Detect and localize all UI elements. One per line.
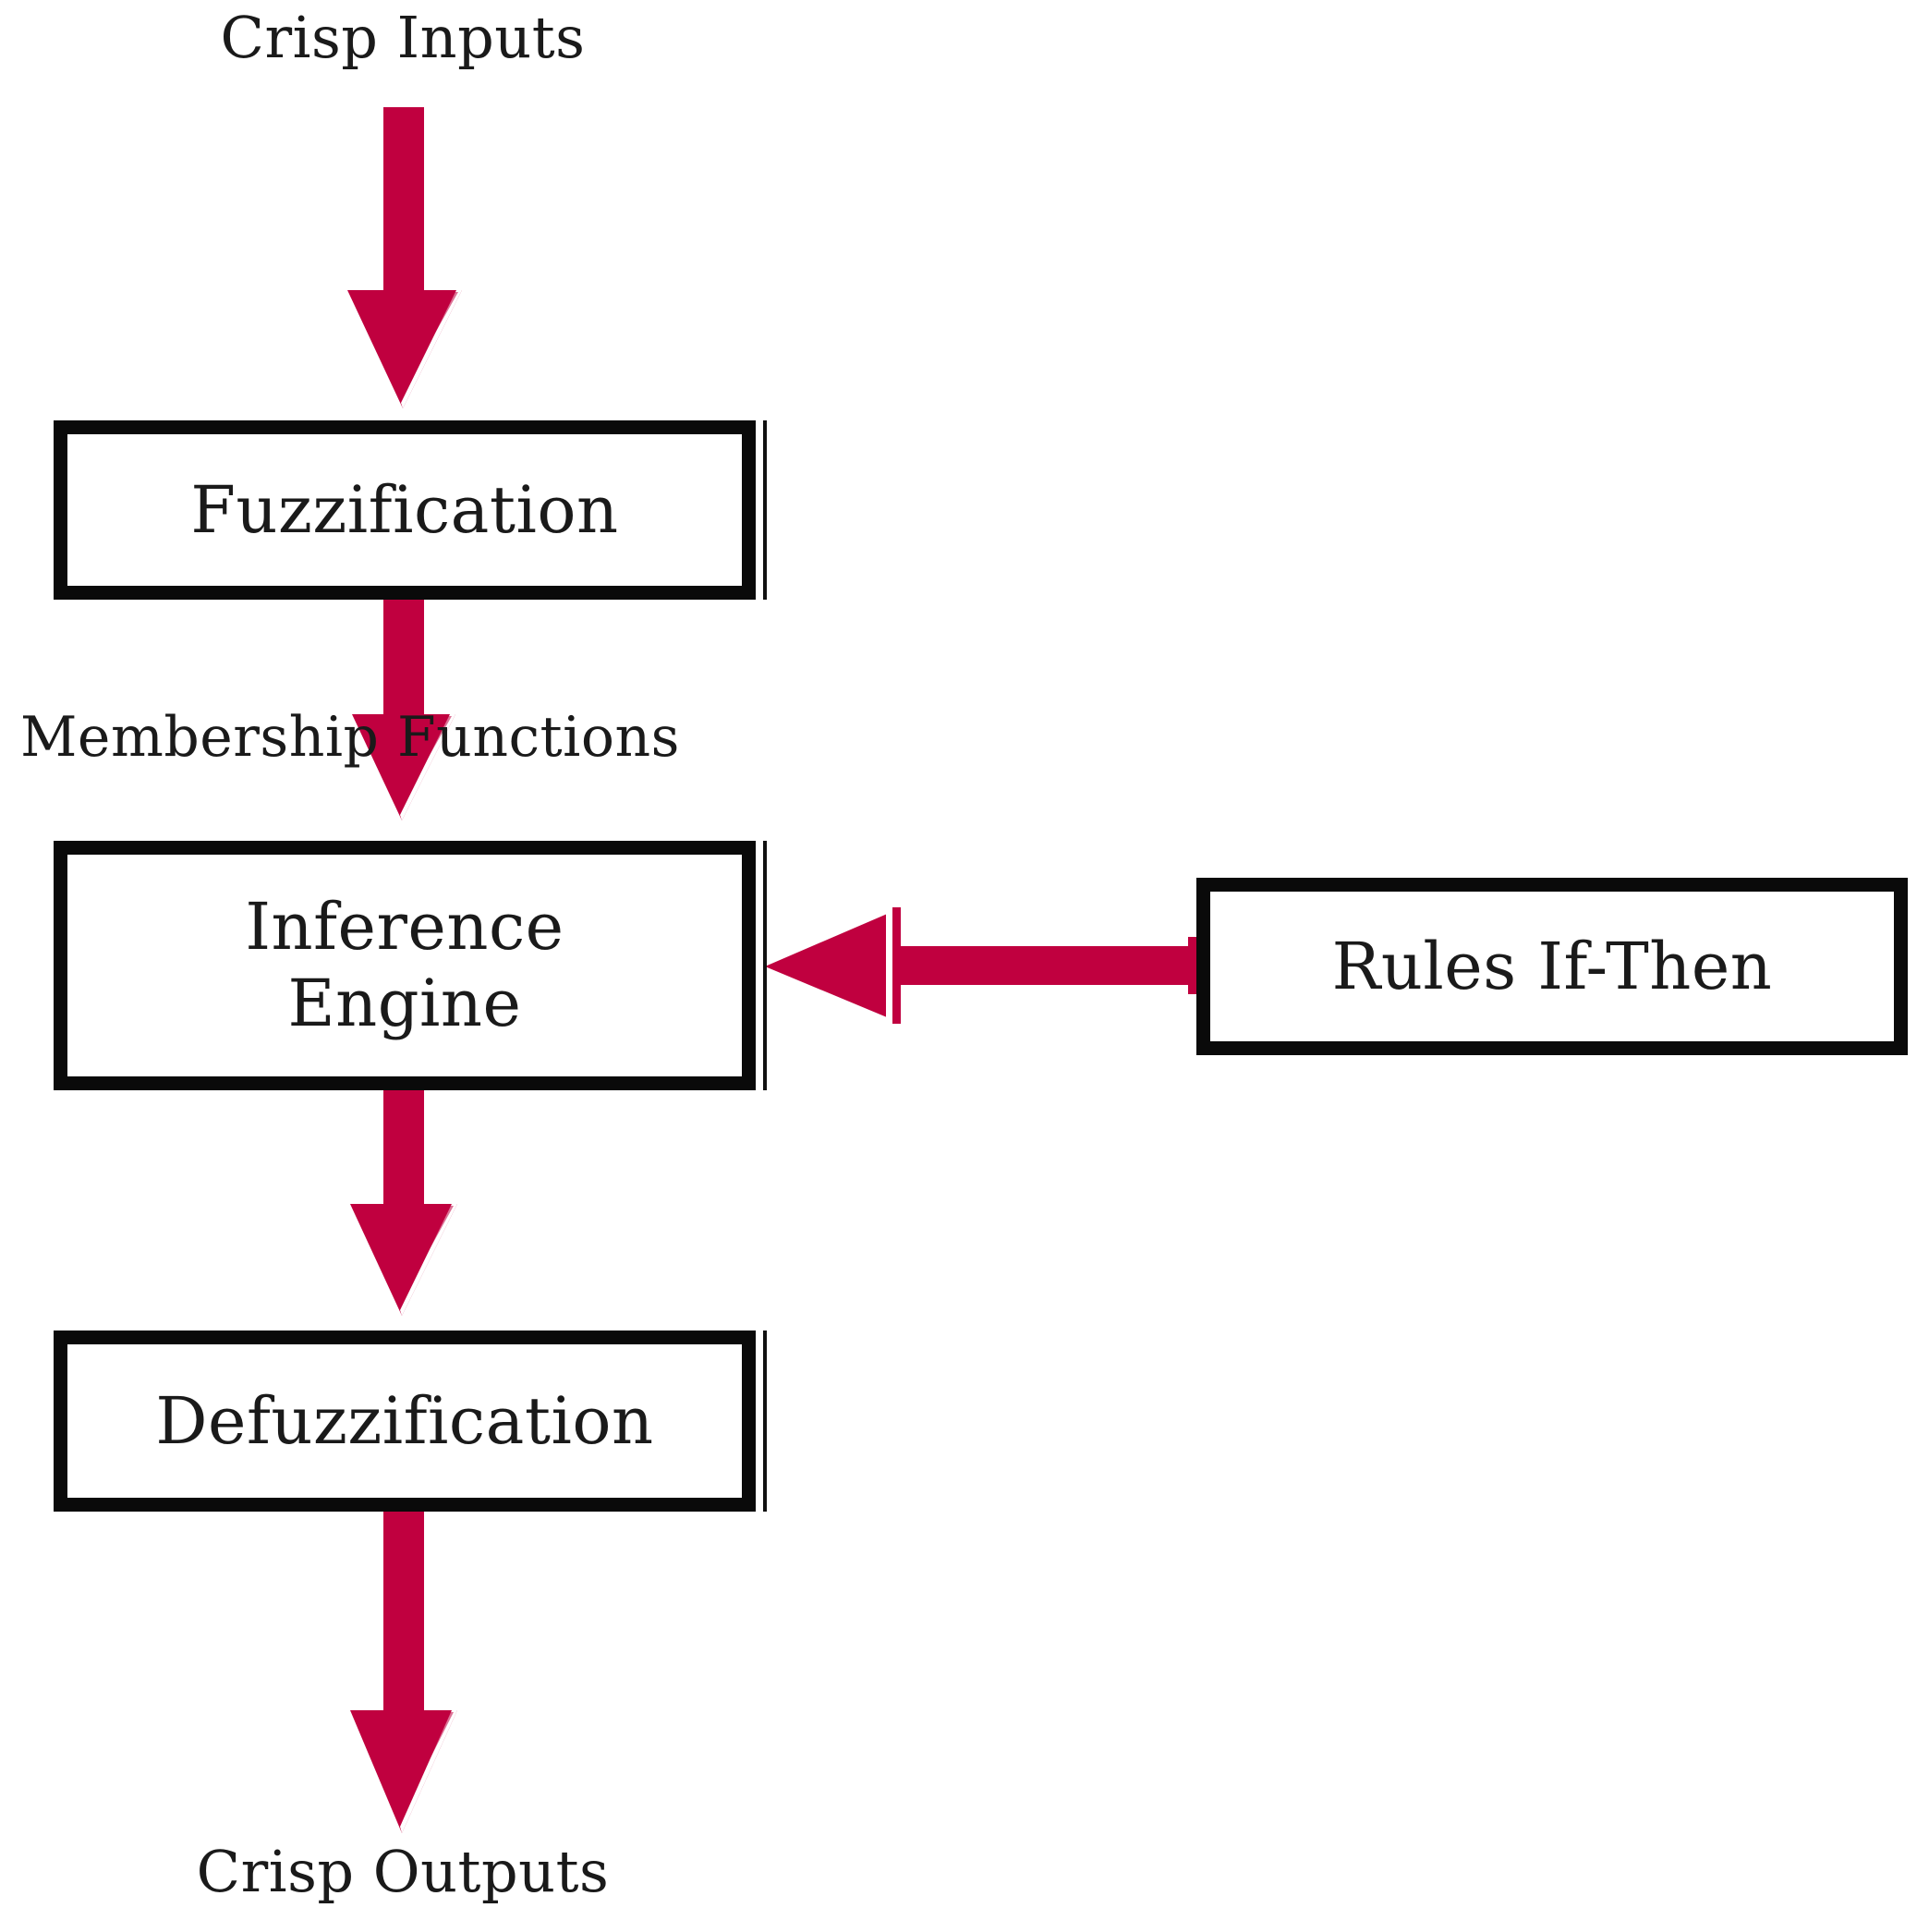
crisp-inputs-label: Crisp Inputs: [220, 4, 586, 71]
flow-arrow-input-to-fuzzification-shaft: [383, 107, 424, 292]
node-fuzzification-label: Fuzzification: [190, 471, 619, 548]
flow-arrow-fuzzification-to-inference-head: [348, 711, 459, 824]
flow-arrow-inference-to-defuzzification-head: [346, 1201, 461, 1319]
flow-arrow-defuzzification-to-output-shaft: [383, 1508, 424, 1713]
flow-arrow-input-to-fuzzification-head: [342, 286, 467, 412]
defuzzification-box-edge-rule: [763, 1331, 767, 1512]
node-rules-if-then-label: Rules If-Then: [1331, 928, 1773, 1004]
flow-arrow-defuzzification-to-output-head: [346, 1707, 461, 1837]
flow-arrow-fuzzification-to-inference-shaft: [383, 596, 424, 718]
node-defuzzification-label: Defuzzification: [155, 1382, 654, 1459]
flow-arrow-rules-to-inference-head: [763, 905, 904, 1026]
flow-arrow-rules-to-inference-shaft: [892, 946, 1206, 985]
crisp-outputs-label: Crisp Outputs: [196, 1838, 610, 1905]
node-inference-engine-label: Inference Engine: [245, 889, 564, 1041]
fuzzification-box-edge-rule: [763, 420, 767, 600]
inference-engine-box-edge-rule: [763, 841, 767, 1090]
node-fuzzification[interactable]: Fuzzification: [54, 420, 756, 600]
flow-arrow-rules-to-inference-tail: [1188, 937, 1197, 994]
node-inference-engine[interactable]: Inference Engine: [54, 841, 756, 1090]
flow-arrow-inference-to-defuzzification-shaft: [383, 1087, 424, 1211]
membership-functions-label: Membership Functions: [20, 705, 680, 770]
node-rules-if-then[interactable]: Rules If-Then: [1196, 878, 1908, 1055]
node-defuzzification[interactable]: Defuzzification: [54, 1331, 756, 1512]
